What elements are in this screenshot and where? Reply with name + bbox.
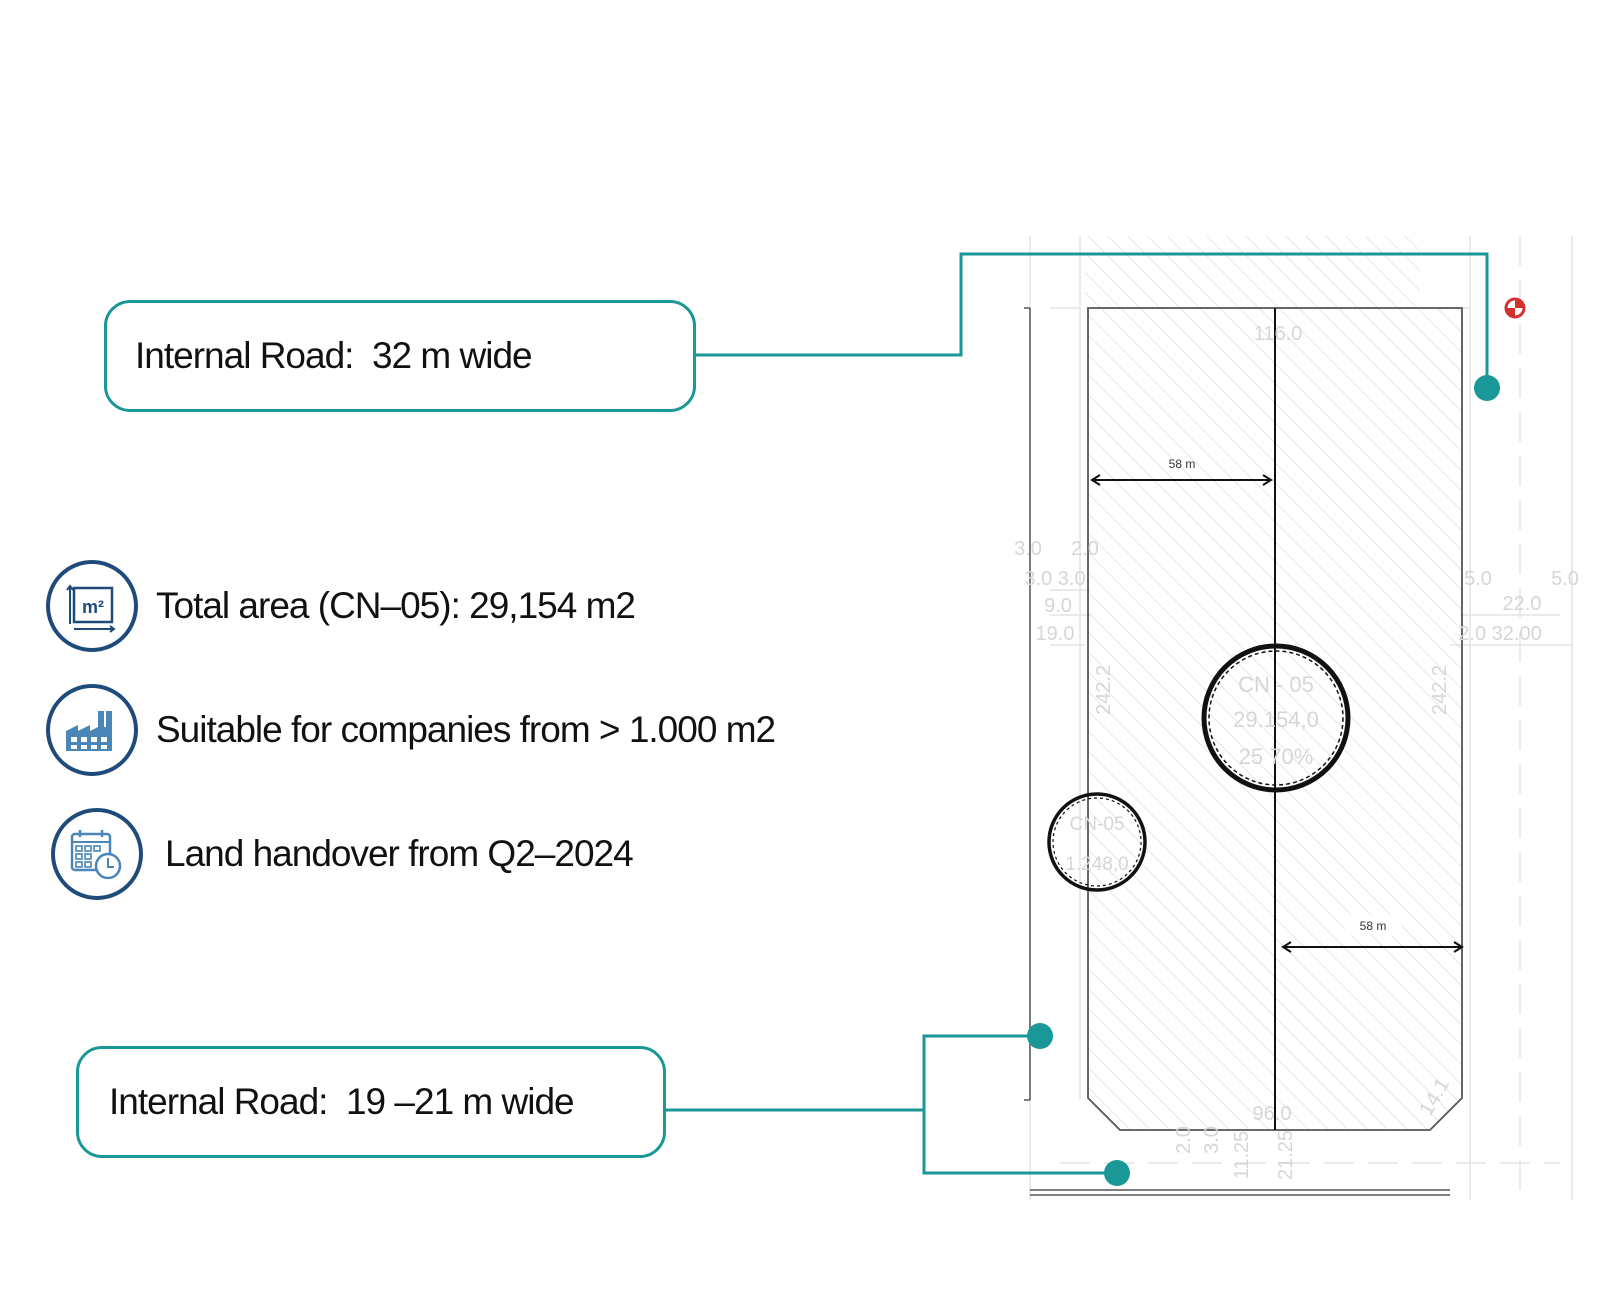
feature-handover: Land handover from Q2–2024 xyxy=(51,808,634,900)
svg-text:242.2: 242.2 xyxy=(1093,665,1115,715)
svg-text:242.2: 242.2 xyxy=(1429,665,1451,715)
svg-text:116.0: 116.0 xyxy=(1254,323,1303,345)
feature-total-area-text: Total area (CN–05): 29,154 m2 xyxy=(156,585,636,626)
svg-text:3.0: 3.0 xyxy=(1014,538,1042,560)
callout-bottom-road: Internal Road: 19 –21 m wide xyxy=(76,1046,666,1158)
feature-suitable: Suitable for companies from > 1.000 m2 xyxy=(46,684,776,776)
dimension-arrow-bottom xyxy=(1281,941,1464,953)
lot-area: 29.154,0 xyxy=(1233,707,1319,732)
svg-text:3.0: 3.0 xyxy=(1201,1126,1223,1154)
small-lot-code: CN-05 xyxy=(1070,814,1125,835)
small-lot-area: 1.248,0 xyxy=(1065,854,1128,875)
survey-marker xyxy=(1504,297,1526,319)
svg-text:9.0: 9.0 xyxy=(1044,595,1072,617)
svg-text:96.0: 96.0 xyxy=(1253,1103,1292,1125)
factory-icon xyxy=(46,684,138,776)
area-m2-icon: m² xyxy=(46,560,138,652)
leader-dot-bottom-2 xyxy=(1104,1160,1130,1186)
dimension-label-top: 58 m xyxy=(1169,457,1196,471)
feature-total-area: m² Total area (CN–05): 29,154 m2 xyxy=(46,560,636,652)
leader-dot-bottom-1 xyxy=(1027,1023,1053,1049)
leader-lines xyxy=(664,252,1489,1175)
feature-handover-text: Land handover from Q2–2024 xyxy=(165,833,634,874)
callout-top-road: Internal Road: 32 m wide xyxy=(104,300,696,412)
svg-text:2.0: 2.0 xyxy=(1173,1126,1195,1154)
svg-text:2.0 32.00: 2.0 32.00 xyxy=(1458,623,1541,645)
dimension-label-bottom: 58 m xyxy=(1360,919,1387,933)
callout-bottom-road-label: Internal Road: 19 –21 m wide xyxy=(109,1081,575,1122)
feature-suitable-text: Suitable for companies from > 1.000 m2 xyxy=(156,709,776,750)
svg-text:5.0: 5.0 xyxy=(1464,568,1492,590)
svg-text:3.0 3.0: 3.0 3.0 xyxy=(1024,568,1085,590)
svg-text:5.0: 5.0 xyxy=(1551,568,1579,590)
svg-text:22.0: 22.0 xyxy=(1503,593,1542,615)
svg-text:2.0: 2.0 xyxy=(1071,538,1099,560)
lot-marker: CN - 05 29.154,0 25 70% xyxy=(1201,643,1351,793)
svg-text:19.0: 19.0 xyxy=(1036,623,1075,645)
m2-icon-text: m² xyxy=(82,597,104,617)
lot-code: CN - 05 xyxy=(1238,672,1314,697)
top-road-area xyxy=(1085,236,1420,308)
svg-text:11.25: 11.25 xyxy=(1231,1131,1253,1180)
small-lot-marker: CN-05 1.248,0 xyxy=(1047,792,1147,892)
calendar-clock-icon xyxy=(51,808,143,900)
dimension-arrow-top xyxy=(1090,474,1273,486)
plan-annotations: 116.0 3.0 2.0 3.0 3.0 9.0 19.0 242.2 5.0… xyxy=(1014,323,1579,1180)
lot-ratio: 25 70% xyxy=(1239,744,1314,769)
svg-text:21.25: 21.25 xyxy=(1275,1130,1297,1180)
left-road-edge xyxy=(1024,307,1450,1196)
leader-dot-top xyxy=(1474,375,1500,401)
callout-top-road-label: Internal Road: 32 m wide xyxy=(135,335,533,376)
